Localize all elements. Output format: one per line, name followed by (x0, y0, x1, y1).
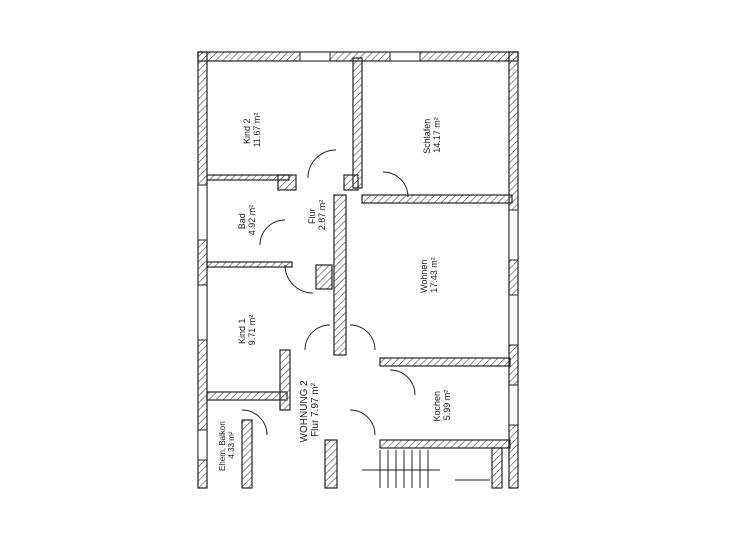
walls (197, 51, 519, 489)
room-labels: Kind 2 11.67 m² Schlafen 14.17 m² Bad 4.… (218, 113, 452, 471)
svg-text:Bad 4.92 m²: Bad 4.92 m² (237, 205, 257, 236)
doors (241, 149, 416, 436)
svg-text:WOHNUNG 2 Flur 7.97 m²: WOHNUNG 2 Flur 7.97 m² (299, 377, 321, 442)
svg-text:Flur 2.87 m²: Flur 2.87 m² (307, 200, 327, 231)
svg-text:Kind 1 9.71 m²: Kind 1 9.71 m² (237, 315, 257, 346)
svg-text:Ehem. Balkon 4.33 m²: Ehem. Balkon 4.33 m² (218, 419, 236, 471)
windows (197, 51, 519, 461)
svg-text:Kind 2 11.67 m²: Kind 2 11.67 m² (242, 113, 262, 148)
stairs-icon (362, 450, 490, 488)
svg-text:Schlafen 14.17 m²: Schlafen 14.17 m² (422, 116, 442, 154)
svg-text:Kochen 5.99 m²: Kochen 5.99 m² (432, 388, 452, 421)
svg-text:Wohnen 17.43 m²: Wohnen 17.43 m² (419, 257, 439, 293)
